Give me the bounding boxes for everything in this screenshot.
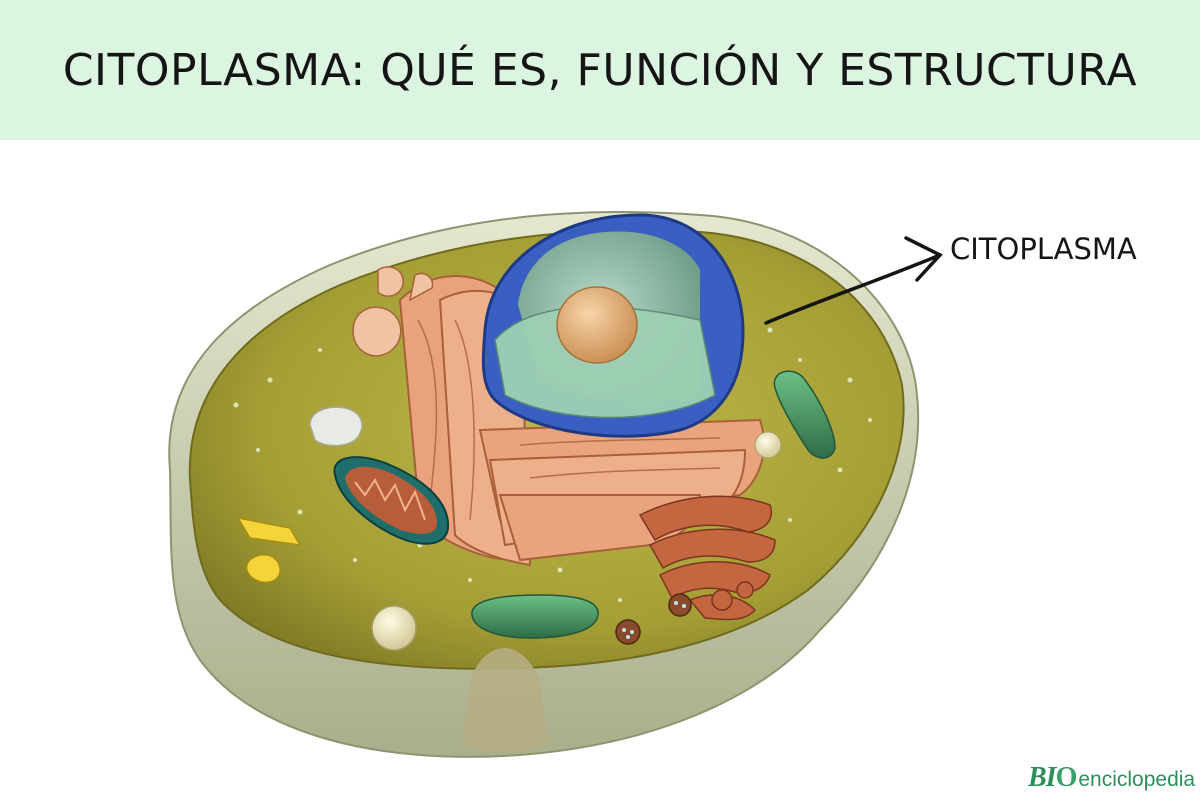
green-organelle-right [773, 370, 836, 459]
logo-mark: BI [1028, 762, 1057, 793]
label-citoplasma: CITOPLASMA [950, 232, 1137, 266]
vacuole [309, 406, 363, 447]
logo-o: O [1055, 762, 1078, 793]
brand-logo: BI O enciclopedia [1028, 762, 1196, 793]
page-title: CITOPLASMA: QUÉ ES, FUNCIÓN Y ESTRUCTURA [62, 44, 1138, 96]
centriole [236, 516, 302, 584]
label-arrow [764, 236, 943, 325]
nucleolus [556, 286, 638, 364]
membrane-notch [462, 648, 548, 753]
er-folds [417, 319, 721, 521]
vesicle-dots [233, 248, 872, 602]
mitochondrion [333, 456, 450, 545]
golgi-apparatus [638, 495, 776, 621]
green-organelle-bottom [471, 594, 599, 639]
peroxisome-sphere [371, 605, 417, 651]
title-band: CITOPLASMA: QUÉ ES, FUNCIÓN Y ESTRUCTURA [0, 0, 1200, 140]
smooth-er [352, 266, 434, 357]
secretory-vesicles [615, 593, 692, 645]
logo-word: enciclopedia [1078, 768, 1196, 791]
cell-diagram [168, 211, 943, 758]
nucleus [481, 213, 745, 438]
vesicle-sphere [754, 431, 782, 459]
